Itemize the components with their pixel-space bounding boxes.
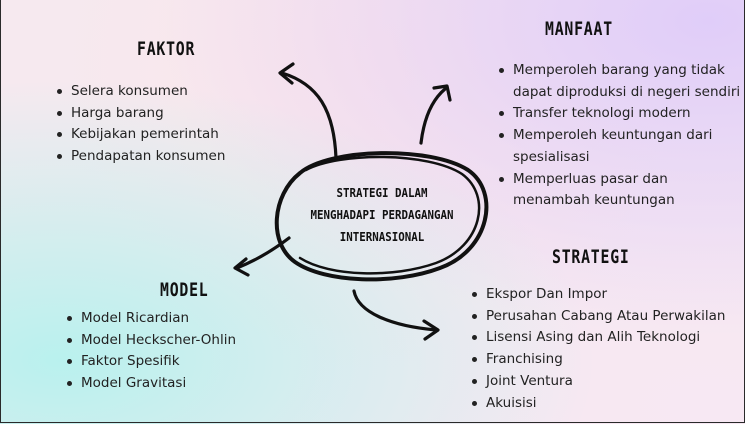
manfaat-item-continuation: dapat diproduksi di negeri sendiri [513, 83, 741, 100]
center-title-line-3: INTERNASIONAL [339, 230, 425, 244]
strategi-item: Perusahan Cabang Atau Perwakilan [471, 306, 725, 328]
manfaat-item-continuation: menambah keuntungan [513, 192, 675, 209]
model-item: Model Gravitasi [66, 373, 236, 395]
arrow-to-strategi [352, 289, 438, 332]
manfaat-item: Memperluas pasar dan [498, 169, 740, 191]
center-ellipse [274, 151, 489, 282]
arrow-to-manfaat [419, 87, 447, 145]
strategi-heading: STRATEGI [552, 246, 630, 268]
arrow-to-model [235, 236, 291, 270]
strategi-item: Akuisisi [471, 393, 725, 415]
center-title-line-2: MENGHADAPI PERDAGANGAN [310, 208, 454, 222]
arrow-to-manfaat-head [432, 84, 452, 102]
faktor-heading: FAKTOR [137, 38, 196, 60]
manfaat-item: Memperoleh barang yang tidak [498, 60, 740, 82]
manfaat-item: Transfer teknologi modern [498, 103, 740, 125]
model-list: Model Ricardian Model Heckscher-Ohlin Fa… [66, 308, 236, 395]
faktor-item: Selera konsumen [56, 81, 225, 103]
arrow-to-faktor-head [278, 62, 295, 85]
strategi-item: Ekspor Dan Impor [471, 284, 725, 306]
manfaat-list: Memperoleh barang yang tidak dapat dipro… [498, 60, 740, 212]
strategi-item: Franchising [471, 349, 725, 371]
strategi-item: Joint Ventura [471, 371, 725, 393]
manfaat-item: Memperoleh keuntungan dari [498, 125, 740, 147]
center-title: STRATEGI DALAM MENGHADAPI PERDAGANGAN IN… [301, 182, 463, 248]
faktor-item: Kebijakan pemerintah [56, 124, 225, 146]
model-heading: MODEL [160, 279, 209, 301]
strategi-list: Ekspor Dan Impor Perusahan Cabang Atau P… [471, 284, 725, 414]
arrow-to-faktor [280, 71, 338, 160]
center-ellipse-inner [298, 155, 481, 275]
model-item: Model Ricardian [66, 308, 236, 330]
faktor-item: Harga barang [56, 103, 225, 125]
faktor-item: Pendapatan konsumen [56, 146, 225, 168]
strategi-item: Lisensi Asing dan Alih Teknologi [471, 327, 725, 349]
arrow-to-strategi-head [422, 319, 440, 341]
manfaat-heading: MANFAAT [545, 18, 613, 40]
center-title-line-1: STRATEGI DALAM [336, 186, 428, 200]
arrow-to-model-head [233, 257, 250, 277]
faktor-list: Selera konsumen Harga barang Kebijakan p… [56, 81, 225, 168]
manfaat-item-continuation: spesialisasi [513, 148, 590, 165]
model-item: Model Heckscher-Ohlin [66, 330, 236, 352]
model-item: Faktor Spesifik [66, 351, 236, 373]
